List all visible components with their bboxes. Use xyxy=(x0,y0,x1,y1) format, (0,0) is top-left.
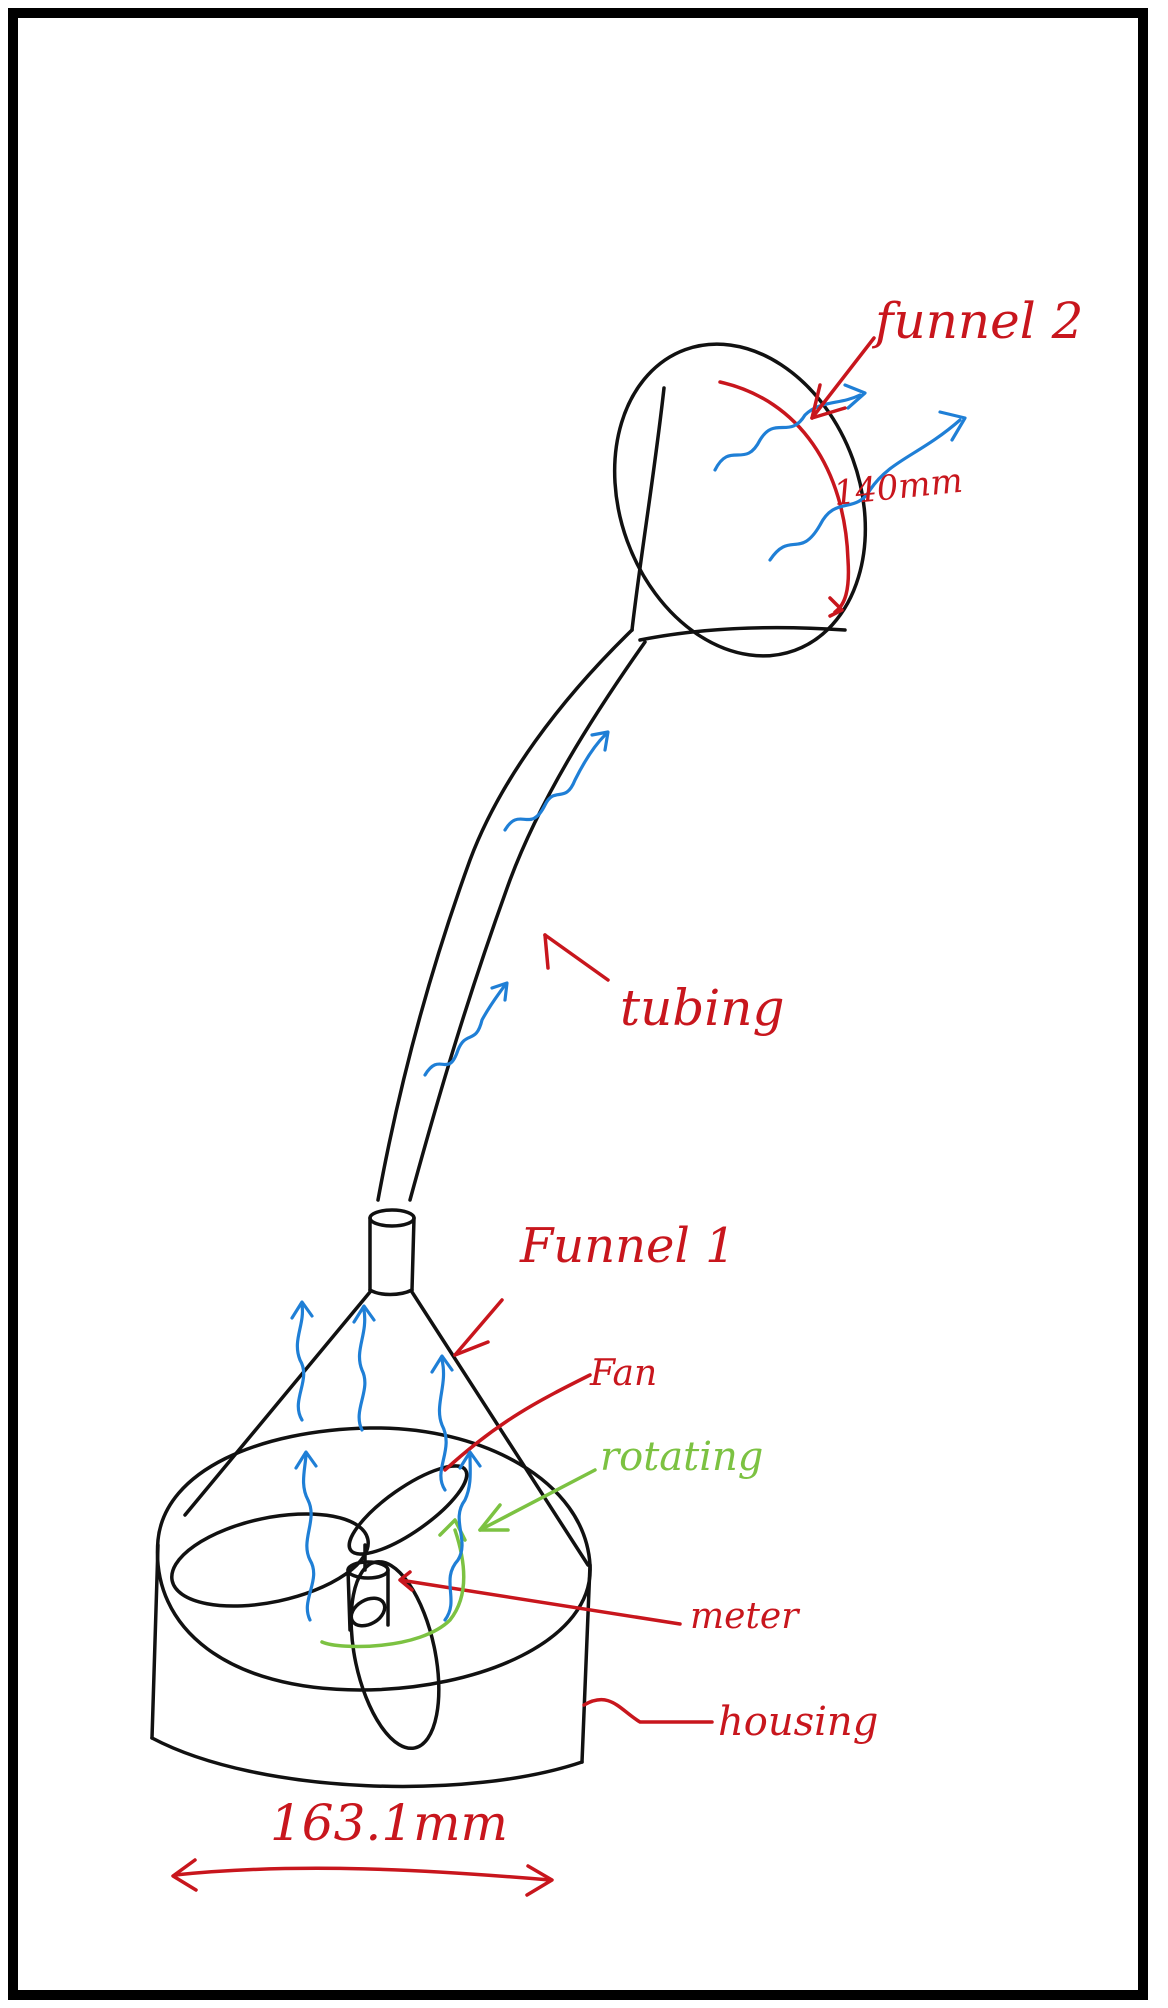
base-dimension-arrow xyxy=(171,1858,554,1897)
funnel-2-pointer xyxy=(810,336,876,420)
funnel-1-pointer xyxy=(453,1298,504,1357)
rotation-arrow xyxy=(320,1468,597,1649)
fan xyxy=(170,1464,469,1751)
motor xyxy=(346,1543,390,1632)
label-fan: Fan xyxy=(589,1353,657,1394)
label-funnel-2: funnel 2 xyxy=(871,292,1083,350)
airflow-arrows-tubing xyxy=(423,730,610,1077)
housing-pointer xyxy=(582,1697,714,1724)
sketch-frame xyxy=(8,8,1148,2000)
tubing xyxy=(376,628,647,1202)
label-tubing: tubing xyxy=(620,979,785,1037)
fan-pointer xyxy=(443,1373,592,1472)
label-motor: meter xyxy=(690,1596,800,1637)
funnel-1 xyxy=(183,1208,590,1567)
label-rotating: rotating xyxy=(600,1434,763,1480)
airflow-arrows-fan xyxy=(290,1300,482,1622)
tubing-pointer xyxy=(543,933,610,982)
label-base-diameter: 163.1mm xyxy=(270,1794,508,1852)
label-funnel-1: Funnel 1 xyxy=(519,1218,736,1274)
label-top-diameter: 140mm xyxy=(832,461,965,514)
housing xyxy=(150,1426,592,1789)
funnel-2 xyxy=(612,342,868,658)
motor-pointer xyxy=(398,1570,682,1626)
airflow-arrows-top xyxy=(713,383,967,562)
label-housing: housing xyxy=(718,1699,878,1745)
